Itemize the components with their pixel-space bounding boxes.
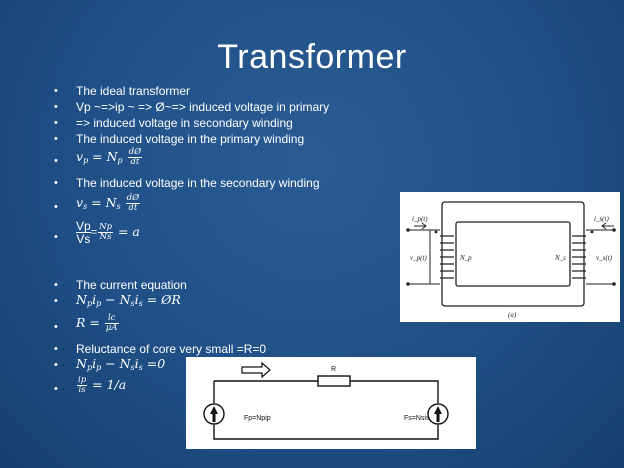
- bullet-text: Reluctance of core very small =R=0: [76, 342, 267, 356]
- bullet-text: The induced voltage in the primary windi…: [76, 132, 305, 146]
- is-label: i_s(t): [594, 215, 609, 223]
- bullet-dot: •: [54, 155, 58, 167]
- np-label: N_p: [459, 254, 472, 262]
- ns-label: N_s: [554, 254, 566, 262]
- vs-label: v_s(t): [596, 254, 613, 262]
- slide-title: Transformer: [217, 38, 407, 76]
- bullet-dot: •: [54, 117, 58, 129]
- bullet-dot: •: [54, 359, 58, 371]
- transformer-core-figure: i_p(t) i_s(t) v_p(t) v_s(t) N_p N_s (a): [400, 192, 620, 322]
- bullet-text: The ideal transformer: [76, 84, 191, 98]
- bullet-text: The induced voltage in the secondary win…: [76, 176, 320, 190]
- source-right-label: Fs=Nsis: [404, 415, 430, 422]
- transformer-core-diagram: i_p(t) i_s(t) v_p(t) v_s(t) N_p N_s (a): [406, 201, 616, 319]
- bullet-text: Vp ~=>ip ~ => Ø~=> induced voltage in pr…: [76, 100, 330, 114]
- equation-zero-reluctance: Npip − Nsis =0: [76, 356, 166, 373]
- bullet-text: => induced voltage in secondary winding: [76, 116, 293, 130]
- bullet-dot: •: [54, 279, 58, 291]
- bullet-dot: •: [54, 231, 58, 243]
- equation-current: Npip − Nsis = ØR: [76, 292, 181, 309]
- bullet-dot: •: [54, 343, 58, 355]
- bullet-dot: •: [54, 101, 58, 113]
- bullet-dot: •: [54, 177, 58, 189]
- bullet-dot: •: [54, 321, 58, 333]
- vp-label: v_p(t): [410, 254, 427, 262]
- figure-caption: (a): [508, 311, 517, 319]
- source-left-label: Fp=Npip: [244, 415, 271, 422]
- bullet-dot: •: [54, 383, 58, 395]
- magnetic-circuit-figure: R Fp=Npip Fs=Nsis: [186, 357, 476, 449]
- resistor-label: R: [331, 366, 336, 373]
- bullet-dot: •: [54, 133, 58, 145]
- bullet-text: The current equation: [76, 278, 187, 292]
- bullet-dot: •: [54, 295, 58, 307]
- ip-label: i_p(t): [412, 215, 428, 223]
- magnetic-circuit-diagram: R Fp=Npip Fs=Nsis: [203, 361, 449, 440]
- bullet-dot: •: [54, 201, 58, 213]
- bullet-dot: •: [54, 85, 58, 97]
